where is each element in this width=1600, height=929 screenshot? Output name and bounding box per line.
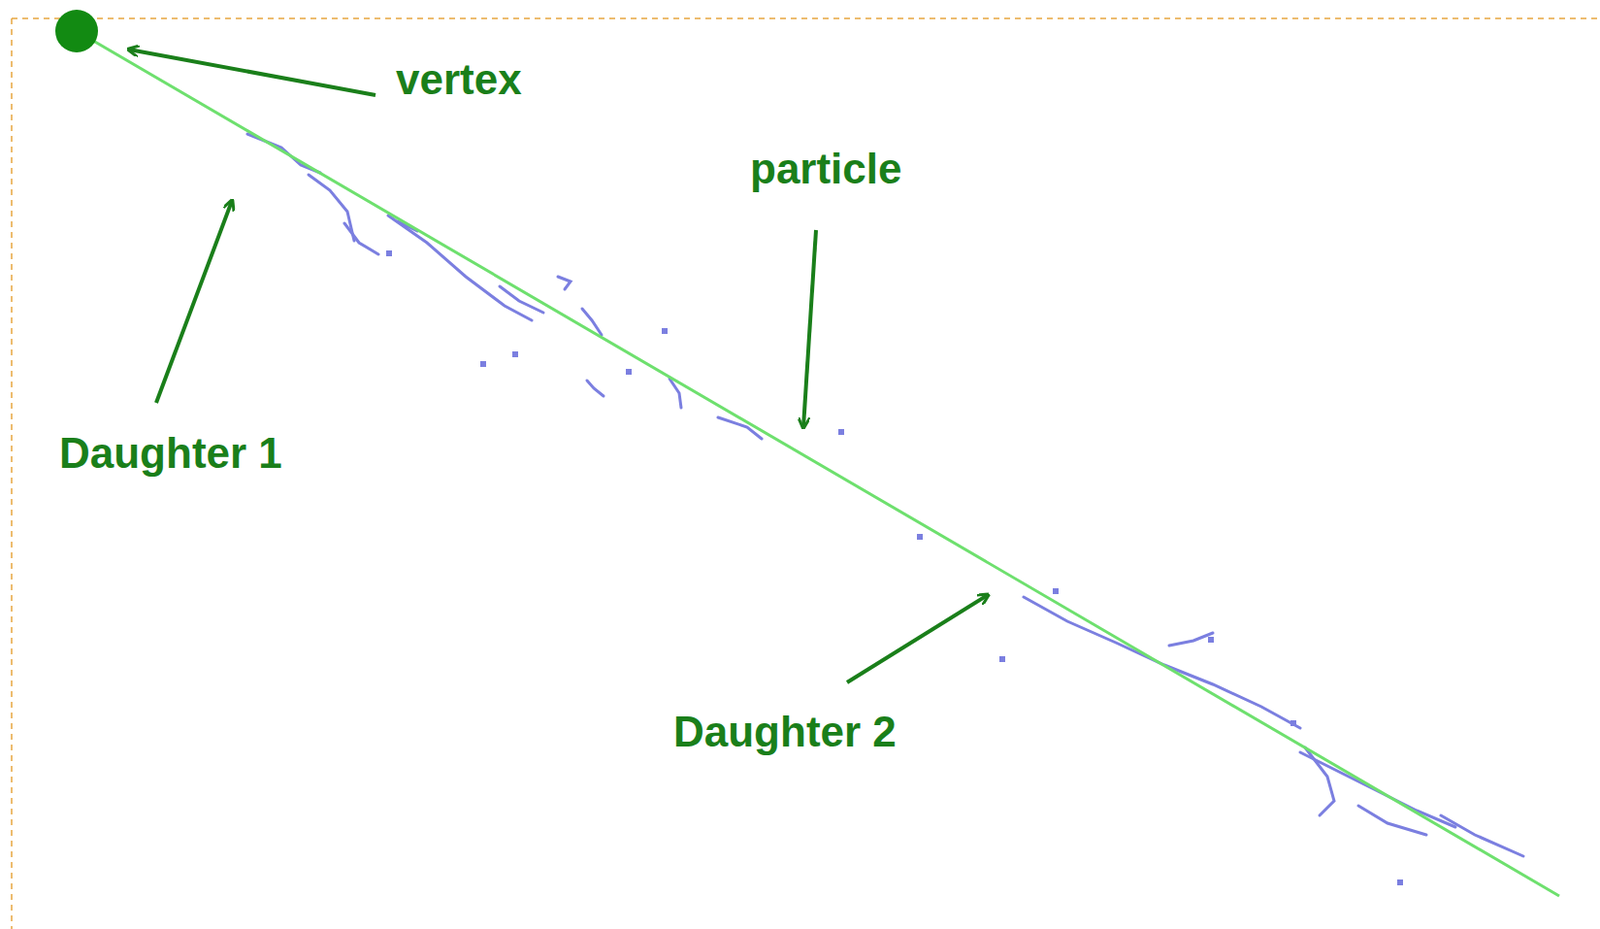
callout-label: vertex — [395, 56, 523, 103]
frame-line — [10, 18, 13, 929]
callout-label: particle — [750, 145, 903, 193]
frame-line — [11, 17, 1600, 20]
callout-label: Daughter 1 — [59, 429, 283, 477]
callout-label: Daughter 2 — [673, 708, 897, 755]
leader-arrows — [129, 49, 988, 683]
particle-track — [76, 31, 1560, 896]
isolated-hits — [386, 250, 1404, 885]
vertex-dot — [55, 9, 98, 53]
